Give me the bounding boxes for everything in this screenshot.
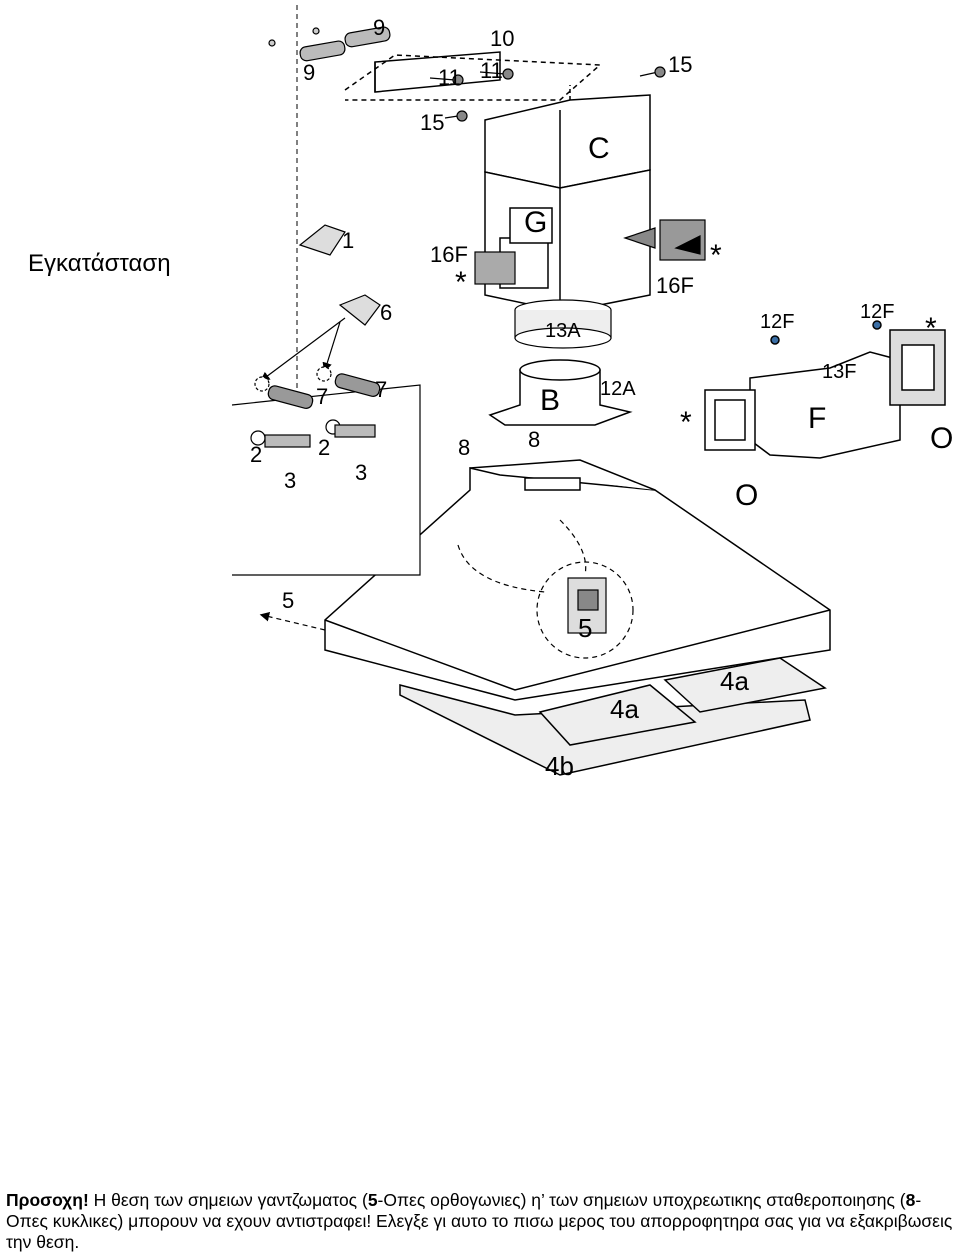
warning-note: Προσοχη! Η θεση των σημειων γαντζωματος … bbox=[6, 1190, 956, 1253]
label-O-a: O bbox=[930, 422, 953, 455]
label-9a: 9 bbox=[373, 15, 385, 40]
screws-top bbox=[429, 66, 666, 122]
chimney-lower-G bbox=[484, 169, 651, 313]
label-1: 1 bbox=[342, 228, 354, 253]
label-F: F bbox=[808, 402, 826, 435]
label-4a-1: 4a bbox=[610, 694, 639, 724]
note-part3: -Οπες κυκλικες) μπορουν να εχουν αντιστρ… bbox=[6, 1190, 953, 1252]
label-5b: 5 bbox=[578, 613, 592, 643]
carbon-filter-16F bbox=[474, 219, 706, 285]
label-9b: 9 bbox=[303, 60, 315, 85]
label-12A: 12A bbox=[600, 378, 636, 400]
dashed-arrows bbox=[259, 519, 587, 631]
label-5a: 5 bbox=[282, 588, 294, 613]
note-lead: Προσοχη! bbox=[6, 1190, 89, 1210]
label-13A: 13A bbox=[545, 320, 581, 342]
label-12F-a: 12F bbox=[760, 311, 794, 333]
label-8b: 8 bbox=[528, 427, 540, 452]
note-bold-8: 8 bbox=[905, 1190, 916, 1210]
label-10: 10 bbox=[490, 26, 514, 51]
label-15b: 15 bbox=[420, 110, 444, 135]
grease-filters bbox=[399, 657, 827, 776]
label-16F-b: 16F bbox=[656, 273, 694, 298]
label-B: B bbox=[540, 384, 560, 417]
label-16F-a: 16F bbox=[430, 242, 468, 267]
label-3b: 3 bbox=[355, 460, 367, 485]
label-11a: 11 bbox=[438, 65, 461, 90]
label-4a-2: 4a bbox=[720, 666, 749, 696]
label-6: 6 bbox=[380, 300, 392, 325]
ceiling-bracket bbox=[344, 51, 602, 101]
wall-clips bbox=[254, 224, 381, 392]
note-part1: Η θεση των σημειων γαντζωματος ( bbox=[88, 1190, 368, 1210]
label-11b: 11 bbox=[480, 58, 503, 83]
label-8a: 8 bbox=[458, 435, 470, 460]
label-star-1: * bbox=[455, 266, 467, 299]
label-12F-b: 12F bbox=[860, 301, 894, 323]
label-3a: 3 bbox=[284, 468, 296, 493]
wall-panel bbox=[231, 373, 421, 576]
installation-diagram: 9 9 10 11 11 15 15 C G 1 16F 16F * * * *… bbox=[231, 5, 953, 781]
label-7a: 7 bbox=[316, 384, 328, 409]
label-7b: 7 bbox=[375, 377, 387, 402]
label-15a: 15 bbox=[668, 52, 692, 77]
label-4b: 4b bbox=[545, 751, 574, 781]
label-star-2: * bbox=[710, 239, 722, 272]
label-13F: 13F bbox=[822, 361, 856, 383]
filter-kit-F bbox=[704, 320, 946, 459]
detail-circle-5 bbox=[536, 561, 634, 659]
wall-plugs-9 bbox=[268, 26, 391, 62]
label-2b: 2 bbox=[318, 435, 330, 460]
label-star-3: * bbox=[925, 312, 937, 345]
label-G: G bbox=[524, 206, 547, 239]
adapter-B bbox=[488, 359, 633, 426]
collar-13A bbox=[514, 299, 612, 349]
note-part2: -Οπες ορθογωνιες) η’ των σημειων υποχρεω… bbox=[377, 1190, 906, 1210]
label-O-b: O bbox=[735, 479, 758, 512]
label-star-4: * bbox=[680, 406, 692, 439]
page-title: Εγκατάσταση bbox=[28, 250, 171, 277]
label-C: C bbox=[588, 132, 610, 165]
note-bold-5: 5 bbox=[367, 1190, 378, 1210]
label-2a: 2 bbox=[250, 442, 262, 467]
